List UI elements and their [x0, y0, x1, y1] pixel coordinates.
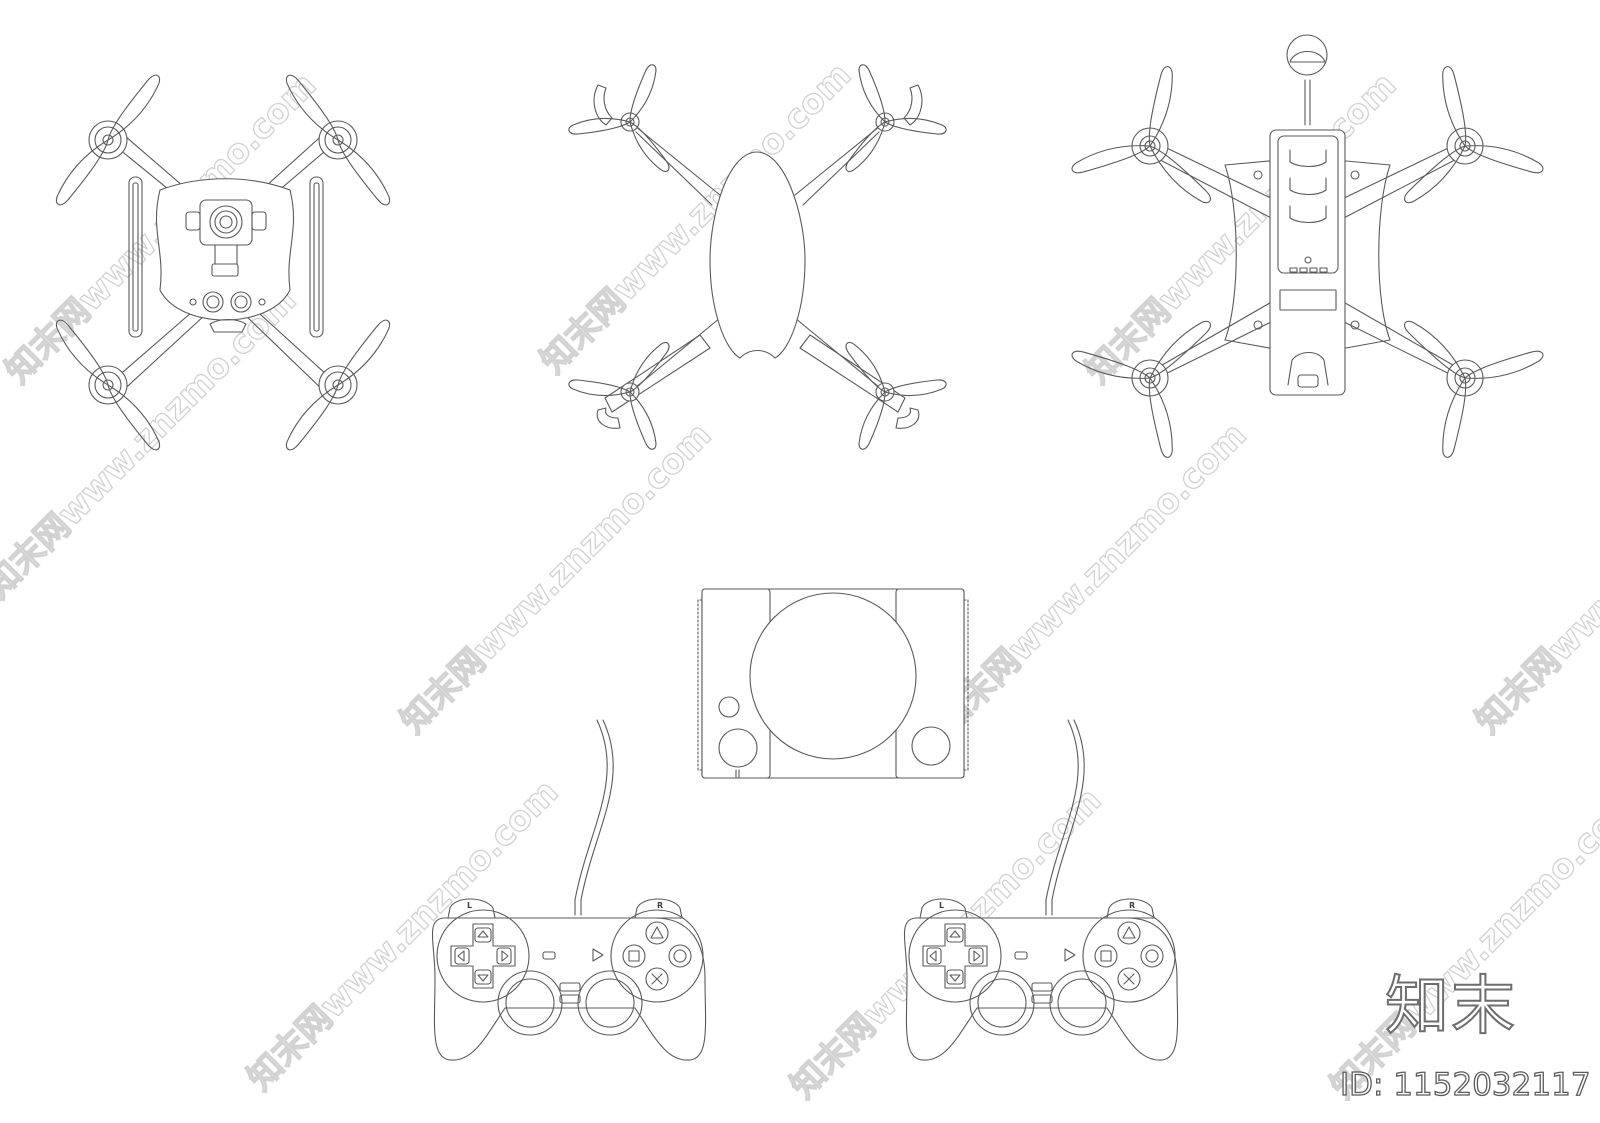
watermark-text: 知末网www.znzmo.com [393, 415, 719, 741]
left-shoulder-label: L [467, 901, 472, 910]
watermark-text: 知末网www.znzmo.com [533, 55, 859, 381]
gamepad-right-cable [1051, 719, 1085, 916]
left-shoulder-label: L [939, 901, 944, 910]
gamepad-left-cable [580, 719, 614, 916]
asset-id-label: ID: 1152032117 [1339, 1067, 1591, 1103]
camera-drone-top-view [47, 72, 399, 453]
fpv-drone-top-view [1069, 34, 1546, 460]
racing-drone-top-view [568, 62, 947, 452]
right-shoulder-label: R [1129, 901, 1135, 910]
watermark-text: 知末网www.znzmo.com [1468, 415, 1600, 741]
right-shoulder-label: R [657, 901, 663, 910]
game-console-top-view [697, 588, 969, 779]
gamepad-left: L R [431, 898, 707, 1061]
watermark-text: 知末网www.znzmo.com [928, 415, 1254, 741]
gamepad-left-cable [574, 719, 608, 916]
gamepad-right: L R [903, 898, 1179, 1061]
watermark-text: 知末网www.znzmo.com [1323, 780, 1600, 1106]
brand-logo: 知末 [1384, 970, 1517, 1044]
gamepad-right-cable [1045, 719, 1079, 916]
